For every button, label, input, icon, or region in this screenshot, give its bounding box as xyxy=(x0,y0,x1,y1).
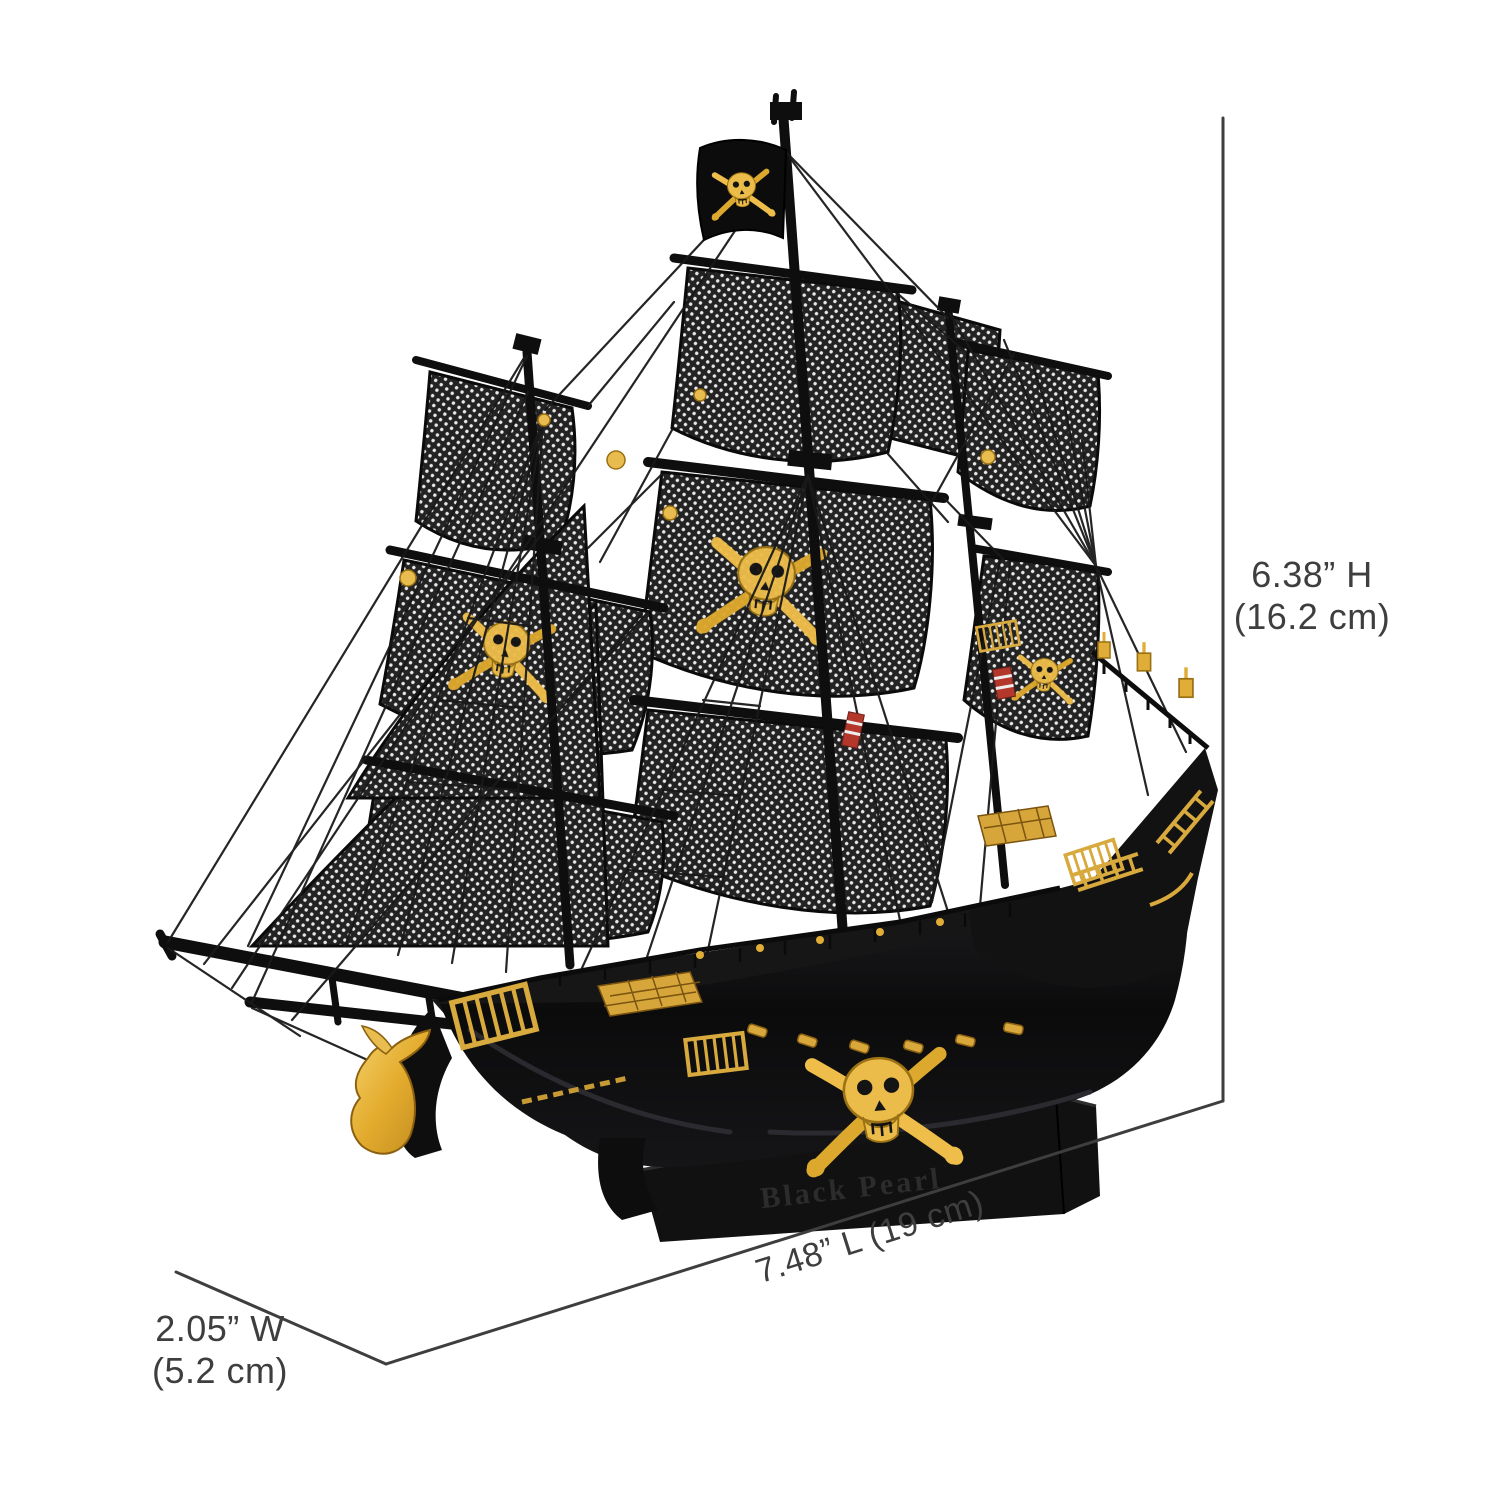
width-metric: (5.2 cm) xyxy=(151,1349,288,1391)
red-striped-pennants xyxy=(841,666,1017,749)
gold-rigging-blocks xyxy=(399,388,996,587)
figurehead xyxy=(350,1008,452,1158)
hull xyxy=(432,650,1218,1220)
rigging-lines xyxy=(166,150,1188,1064)
gold-cannons xyxy=(746,1022,1024,1054)
stern-lantern-icon xyxy=(1135,640,1153,673)
bulwark xyxy=(432,888,1075,1030)
gold-deck-details xyxy=(452,619,1215,1105)
gold-deck-fittings xyxy=(696,918,944,959)
height-inches: 6.38” H xyxy=(1251,554,1373,595)
stern-castle xyxy=(968,748,1218,988)
pirate-ship-model: Black Pearl xyxy=(155,89,1218,1242)
height-metric: (16.2 cm) xyxy=(1233,595,1391,637)
jolly-roger-flag xyxy=(696,139,788,242)
gold-grating xyxy=(596,805,1057,1017)
hull-highlight xyxy=(467,1027,1093,1136)
width-dimension-label: 2.05” W (5.2 cm) xyxy=(140,1308,300,1392)
dimension-lines xyxy=(174,116,1225,1366)
mesh-sails xyxy=(248,266,1102,948)
stern-lantern-icon xyxy=(1177,665,1195,699)
width-inches: 2.05” W xyxy=(155,1308,285,1349)
stern-gold-scroll xyxy=(1149,871,1194,907)
dimension-line-length xyxy=(384,1099,1225,1366)
height-dimension-label: 6.38” H (16.2 cm) xyxy=(1232,554,1392,638)
dimension-line-width xyxy=(174,1270,388,1366)
keel-cutwater xyxy=(598,1138,658,1220)
gold-angel-figurehead-icon xyxy=(350,1028,432,1155)
